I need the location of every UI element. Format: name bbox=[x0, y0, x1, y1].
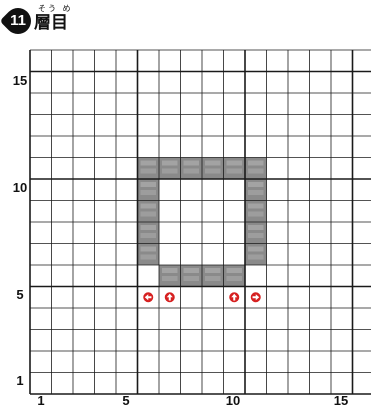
wall-tile bbox=[181, 158, 203, 180]
wall-tile bbox=[138, 201, 160, 223]
wall-tile bbox=[138, 158, 160, 180]
arrow-up-icon bbox=[164, 292, 175, 303]
wall-tile bbox=[245, 222, 267, 244]
arrow-up-icon bbox=[229, 292, 240, 303]
wall-tile bbox=[224, 265, 246, 287]
wall-tile bbox=[202, 265, 224, 287]
wall-tile bbox=[245, 179, 267, 201]
y-axis-label-10: 10 bbox=[13, 180, 27, 195]
wall-tile bbox=[181, 265, 203, 287]
y-axis-label-1: 1 bbox=[16, 373, 23, 388]
wall-tile bbox=[245, 201, 267, 223]
wall-tile bbox=[245, 244, 267, 266]
arrow-left-icon bbox=[143, 292, 154, 303]
x-axis-label-5: 5 bbox=[122, 393, 129, 408]
y-axis-label-5: 5 bbox=[16, 287, 23, 302]
x-axis-label-10: 10 bbox=[226, 393, 240, 408]
wall-tile bbox=[138, 244, 160, 266]
wall-tile bbox=[224, 158, 246, 180]
x-axis-label-15: 15 bbox=[334, 393, 348, 408]
wall-tile bbox=[245, 158, 267, 180]
wall-tile bbox=[202, 158, 224, 180]
grid-lines bbox=[30, 50, 371, 394]
wall-tile bbox=[138, 222, 160, 244]
wall-tile bbox=[159, 158, 181, 180]
x-axis-label-1: 1 bbox=[37, 393, 44, 408]
arrow-right-icon bbox=[250, 292, 261, 303]
wall-tile bbox=[138, 179, 160, 201]
wall-tile bbox=[159, 265, 181, 287]
y-axis-label-15: 15 bbox=[13, 73, 27, 88]
